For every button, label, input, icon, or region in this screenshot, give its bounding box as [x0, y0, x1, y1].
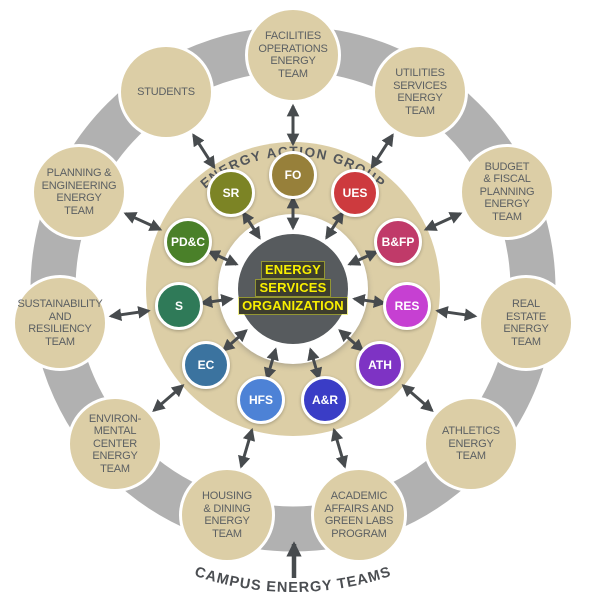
double-arrow: [199, 294, 234, 308]
member-abbr: B&FP: [381, 235, 415, 249]
outer-team-environmental-center: ENVIRON- MENTAL CENTER ENERGY TEAM: [67, 396, 163, 492]
center-title: ENERGY SERVICES ORGANIZATION: [229, 261, 357, 315]
member-abbr: ATH: [368, 358, 392, 372]
outer-team-housing-dining: HOUSING & DINING ENERGY TEAM: [179, 467, 275, 563]
member-abbr: A&R: [312, 393, 338, 407]
member-abbr: UES: [342, 186, 368, 200]
member-abbr: FO: [284, 168, 302, 182]
outer-team-utilities-services: UTILITIES SERVICES ENERGY TEAM: [372, 44, 468, 140]
member-abbr: PD&C: [170, 235, 205, 249]
outer-team-planning-engineering: PLANNING & ENGINEERING ENERGY TEAM: [31, 144, 127, 240]
outer-team-athletics: ATHLETICS ENERGY TEAM: [423, 396, 519, 492]
inner-member-bfp: B&FP: [374, 218, 422, 266]
team-label: FACILITIES OPERATIONS ENERGY TEAM: [258, 30, 328, 80]
member-abbr: HFS: [249, 393, 273, 407]
team-label: BUDGET & FISCAL PLANNING ENERGY TEAM: [479, 160, 535, 223]
double-arrow: [207, 250, 239, 266]
center-title-line: ORGANIZATION: [239, 298, 347, 314]
double-arrow: [435, 306, 478, 321]
double-arrow: [338, 329, 365, 352]
center-title-line: ENERGY: [261, 262, 325, 278]
double-arrow: [152, 384, 185, 412]
double-arrow: [307, 347, 323, 381]
outer-team-academic-affairs-green-labs: ACADEMIC AFFAIRS AND GREEN LABS PROGRAM: [311, 467, 407, 563]
double-arrow: [325, 210, 344, 240]
member-abbr: S: [174, 299, 183, 313]
double-arrow: [192, 133, 216, 170]
member-abbr: RES: [394, 299, 420, 313]
center-title-line: SERVICES: [256, 280, 330, 296]
outer-team-sustainability-resiliency: SUSTAINABILITY AND RESILIENCY TEAM: [12, 275, 108, 371]
team-label: HOUSING & DINING ENERGY TEAM: [202, 490, 252, 540]
team-label: ATHLETICS ENERGY TEAM: [442, 425, 500, 463]
team-label: ENVIRON- MENTAL CENTER ENERGY TEAM: [88, 412, 142, 475]
member-abbr: SR: [222, 186, 240, 200]
outer-connector-arrows: [108, 103, 478, 469]
team-label: STUDENTS: [137, 85, 195, 98]
outer-team-budget-fiscal-planning: BUDGET & FISCAL PLANNING ENERGY TEAM: [459, 144, 555, 240]
inner-member-ues: UES: [331, 169, 379, 217]
double-arrow: [238, 427, 256, 469]
inner-member-ath: ATH: [356, 341, 404, 389]
inner-member-res: RES: [383, 282, 431, 330]
team-label: PLANNING & ENGINEERING ENERGY TEAM: [41, 167, 117, 217]
team-label: SUSTAINABILITY AND RESILIENCY TEAM: [17, 298, 103, 348]
inner-member-hfs: HFS: [237, 376, 285, 424]
team-label: ACADEMIC AFFAIRS AND GREEN LABS PROGRAM: [324, 490, 394, 540]
inner-member-s: S: [155, 282, 203, 330]
outer-team-facilities-operations: FACILITIES OPERATIONS ENERGY TEAM: [245, 7, 341, 103]
double-arrow: [423, 212, 463, 231]
double-arrow: [242, 210, 261, 240]
outer-team-students: STUDENTS: [118, 44, 214, 140]
double-arrow: [330, 427, 348, 469]
team-label: REAL ESTATE ENERGY TEAM: [503, 298, 549, 348]
double-arrow: [221, 329, 248, 352]
double-arrow: [347, 250, 379, 266]
outer-team-real-estate: REAL ESTATE ENERGY TEAM: [478, 275, 574, 371]
inner-member-sr: SR: [207, 169, 255, 217]
double-arrow: [370, 133, 394, 170]
double-arrow: [352, 294, 387, 308]
member-abbr: EC: [197, 358, 215, 372]
double-arrow: [108, 306, 151, 321]
inner-member-ec: EC: [182, 341, 230, 389]
double-arrow: [263, 347, 279, 381]
inner-member-pdc: PD&C: [164, 218, 212, 266]
inner-member-fo: FO: [269, 151, 317, 199]
inner-member-ar: A&R: [301, 376, 349, 424]
double-arrow: [401, 384, 434, 412]
double-arrow: [123, 212, 163, 231]
team-label: UTILITIES SERVICES ENERGY TEAM: [393, 67, 447, 117]
inner-connector-arrows: [199, 195, 387, 381]
